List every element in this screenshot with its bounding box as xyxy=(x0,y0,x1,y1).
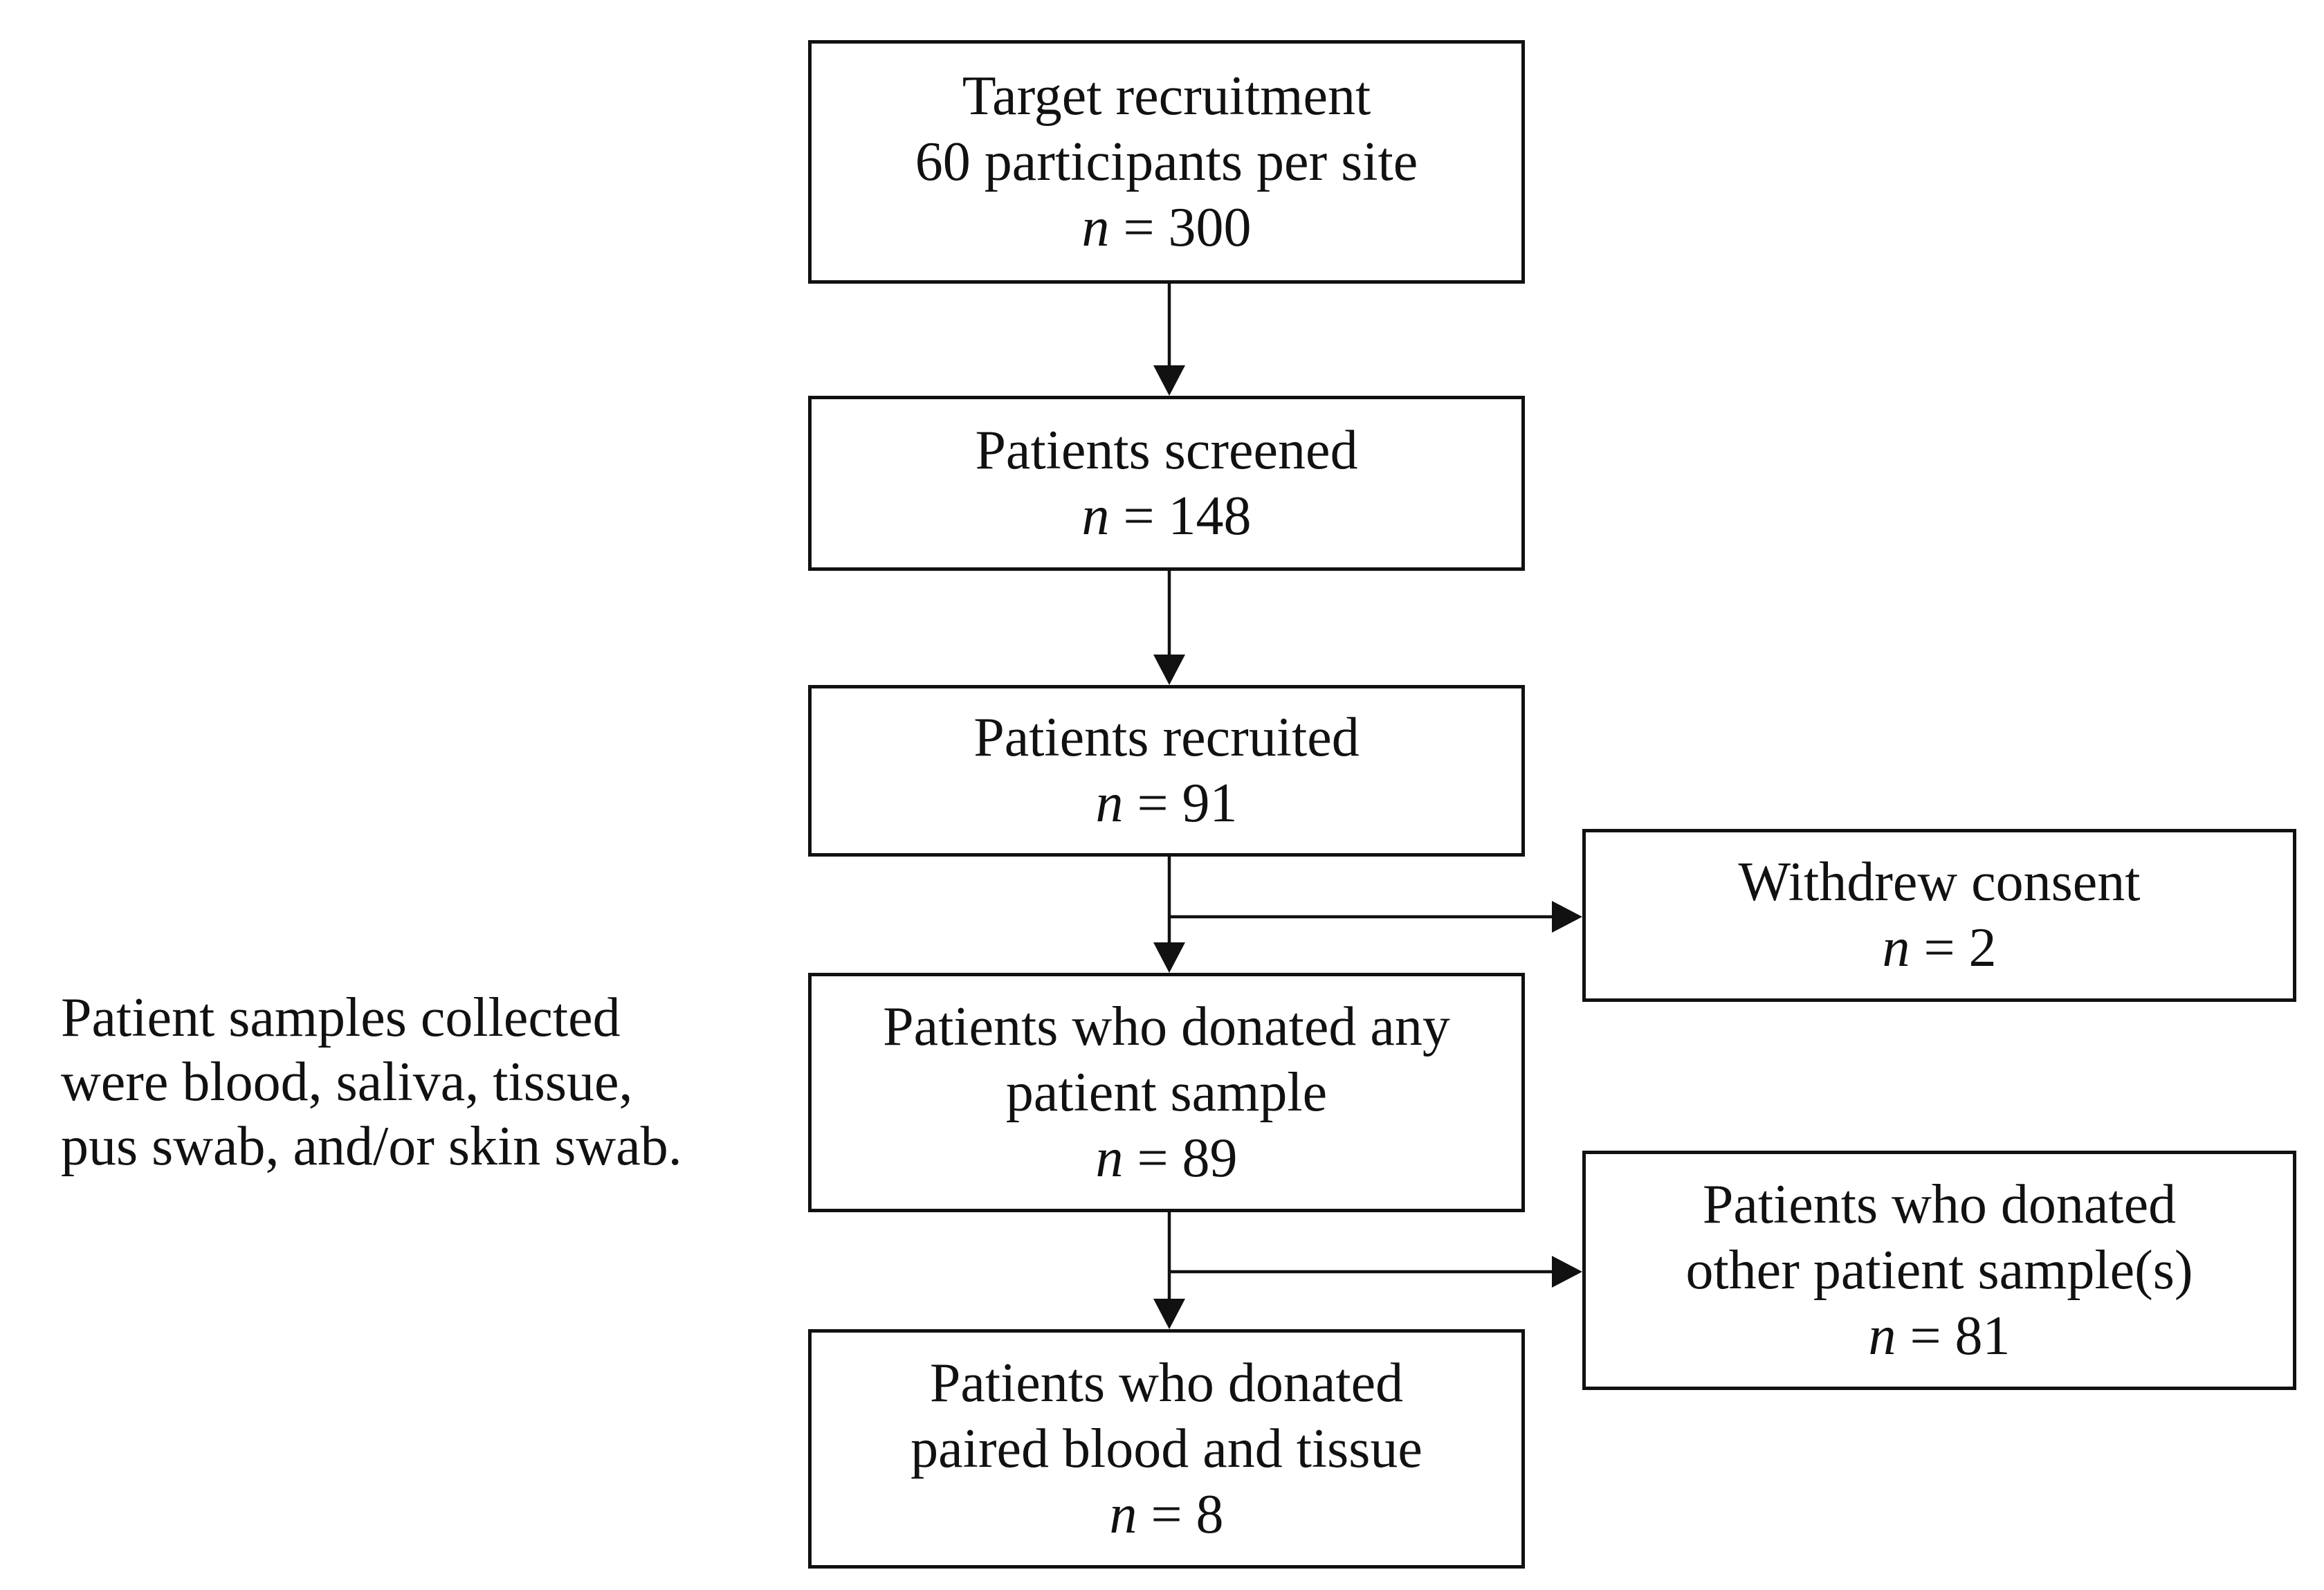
note-line-3: pus swab, and/or skin swab. xyxy=(61,1116,682,1177)
box-patients-screened: Patients screened n = 148 xyxy=(808,396,1525,571)
box-donated-paired: Patients who donated paired blood and ti… xyxy=(808,1329,1525,1569)
box-donated-other-title: Patients who donated xyxy=(1702,1173,2177,1235)
count-value: = 81 xyxy=(1910,1305,2011,1367)
arrow-to-withdrew xyxy=(1169,901,1582,933)
arrow-recruited-to-donated-any xyxy=(1153,857,1185,973)
count-value: = 8 xyxy=(1151,1483,1224,1545)
note-line-2: were blood, saliva, tissue, xyxy=(61,1052,633,1113)
box-target-count: n = 300 xyxy=(1081,195,1251,261)
sample-types-note: Patient samples collected were blood, sa… xyxy=(61,986,682,1179)
box-target-subtitle: 60 participants per site xyxy=(915,131,1418,192)
n-variable: n xyxy=(1081,485,1110,547)
box-donated-any-count: n = 89 xyxy=(1095,1126,1237,1191)
box-patients-recruited: Patients recruited n = 91 xyxy=(808,685,1525,857)
box-recruited-title: Patients recruited xyxy=(973,707,1360,768)
box-target-title: Target recruitment xyxy=(962,65,1371,127)
box-donated-any-title: Patients who donated any xyxy=(883,996,1450,1057)
arrow-screened-to-recruited xyxy=(1153,571,1185,685)
box-donated-any-subtitle: patient sample xyxy=(1005,1061,1328,1123)
box-screened-count: n = 148 xyxy=(1081,484,1251,549)
arrow-target-to-screened xyxy=(1153,284,1185,396)
note-line-1: Patient samples collected xyxy=(61,987,621,1048)
count-value: = 148 xyxy=(1123,485,1252,547)
n-variable: n xyxy=(1095,773,1124,834)
box-recruited-count: n = 91 xyxy=(1095,771,1237,837)
count-value: = 2 xyxy=(1923,917,1997,978)
count-value: = 91 xyxy=(1137,773,1238,834)
box-donated-other-samples: Patients who donated other patient sampl… xyxy=(1582,1151,2296,1390)
count-value: = 300 xyxy=(1123,197,1252,258)
n-variable: n xyxy=(1868,1305,1896,1367)
box-donated-paired-subtitle: paired blood and tissue xyxy=(911,1418,1422,1479)
box-withdrew-consent: Withdrew consent n = 2 xyxy=(1582,829,2296,1002)
n-variable: n xyxy=(1109,1483,1137,1545)
n-variable: n xyxy=(1081,197,1110,258)
box-target-recruitment: Target recruitment 60 participants per s… xyxy=(808,40,1525,284)
box-donated-paired-title: Patients who donated xyxy=(929,1352,1404,1414)
box-withdrew-count: n = 2 xyxy=(1882,915,1996,981)
box-donated-paired-count: n = 8 xyxy=(1109,1482,1223,1548)
box-screened-title: Patients screened xyxy=(975,419,1358,481)
box-donated-any-sample: Patients who donated any patient sample … xyxy=(808,973,1525,1212)
box-donated-other-subtitle: other patient sample(s) xyxy=(1685,1239,2193,1301)
box-donated-other-count: n = 81 xyxy=(1868,1304,2010,1369)
count-value: = 89 xyxy=(1137,1127,1238,1189)
arrow-to-donated-other xyxy=(1169,1256,1582,1288)
box-withdrew-title: Withdrew consent xyxy=(1738,852,2141,913)
arrow-donated-any-to-paired xyxy=(1153,1212,1185,1329)
n-variable: n xyxy=(1882,917,1910,978)
n-variable: n xyxy=(1095,1127,1124,1189)
